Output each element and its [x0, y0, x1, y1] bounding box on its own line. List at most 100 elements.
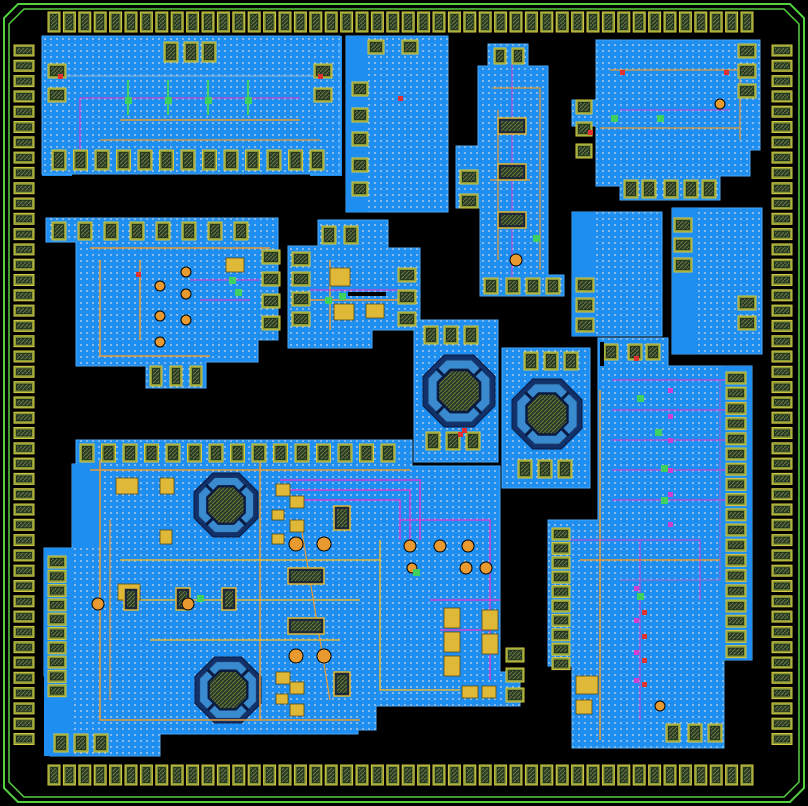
bottom-pad [694, 764, 708, 786]
block-pad [181, 221, 197, 241]
capacitor [271, 533, 285, 545]
block-pad [291, 251, 311, 267]
top-pad [78, 11, 92, 33]
seal-ring [3, 3, 805, 803]
block-pad [465, 431, 481, 451]
top-pad [170, 11, 184, 33]
block-pad [223, 149, 239, 171]
left-pad [13, 671, 35, 684]
block-pad [725, 538, 747, 552]
right-pad [771, 503, 793, 516]
via [668, 468, 673, 473]
left-pad [13, 212, 35, 225]
top-pad [524, 11, 538, 33]
block-pad [725, 508, 747, 522]
right-pad [771, 641, 793, 654]
poly-contact [318, 74, 323, 79]
block-pad [47, 555, 67, 569]
left-pad [13, 289, 35, 302]
top-pad [694, 11, 708, 33]
via [657, 115, 664, 122]
capacitor [275, 671, 291, 685]
right-pad [771, 671, 793, 684]
block-pad [201, 41, 217, 63]
block-pad [351, 81, 369, 97]
poly-contact [458, 432, 463, 437]
poly-contact [58, 74, 63, 79]
via [637, 593, 644, 600]
left-pad [13, 105, 35, 118]
block-pad [51, 221, 67, 241]
block-pad [47, 63, 67, 79]
block-pad [47, 87, 67, 103]
top-pad [93, 11, 107, 33]
block-pad [687, 723, 703, 743]
top-pad [247, 11, 261, 33]
left-pad [13, 610, 35, 623]
block-pad [537, 459, 553, 479]
via [634, 586, 639, 591]
capacitor [289, 681, 305, 695]
top-pad [478, 11, 492, 33]
right-pad [771, 381, 793, 394]
via-stack [459, 561, 473, 575]
right-pad [771, 549, 793, 562]
block-pad [245, 149, 260, 171]
block-pad [725, 417, 747, 431]
block-pad [575, 143, 593, 159]
left-pad [13, 151, 35, 164]
block-pad [233, 221, 249, 241]
right-pad [771, 564, 793, 577]
bottom-pad [47, 764, 61, 786]
block-pad [551, 570, 571, 584]
via-stack [180, 288, 192, 300]
block-pad [103, 221, 119, 241]
poly-contact [642, 658, 647, 663]
block-pad [725, 523, 747, 537]
block-pad [725, 493, 747, 507]
via-stack [403, 539, 417, 553]
via [235, 289, 242, 296]
metal-trace [620, 380, 721, 581]
right-pad [771, 595, 793, 608]
via-stack [154, 336, 166, 348]
block-pad [551, 642, 571, 656]
right-pad [771, 59, 793, 72]
via [325, 297, 332, 304]
top-pad [62, 11, 76, 33]
block-pad [47, 641, 67, 655]
via [197, 595, 204, 602]
via-stack [91, 597, 105, 611]
top-pad [293, 11, 307, 33]
right-pad [771, 534, 793, 547]
capacitor [481, 633, 499, 655]
well-solid [72, 464, 102, 544]
right-pad [771, 656, 793, 669]
capacitor [365, 303, 385, 319]
block-left-mid [45, 217, 279, 389]
bottom-pad [555, 764, 569, 786]
well-solid [572, 212, 596, 336]
block-pad [79, 443, 95, 463]
block-pad [673, 237, 693, 253]
block-pad [77, 221, 93, 241]
block-pad [261, 293, 281, 309]
block-pad [351, 181, 369, 197]
block-pad [189, 365, 203, 387]
block-pad [663, 179, 679, 199]
metal-trace [580, 390, 720, 740]
block-pad [737, 63, 757, 79]
block-pad [163, 41, 179, 63]
bottom-pad [124, 764, 138, 786]
bottom-pad [62, 764, 76, 786]
block-pad [337, 443, 353, 463]
left-pad [13, 335, 35, 348]
poly-contact [398, 96, 403, 101]
via-stack [461, 539, 475, 553]
block-pad [505, 277, 521, 295]
left-pad [13, 258, 35, 271]
block-pad [313, 87, 333, 103]
block-pad [291, 311, 311, 327]
bottom-pad [78, 764, 92, 786]
left-pad [13, 687, 35, 700]
